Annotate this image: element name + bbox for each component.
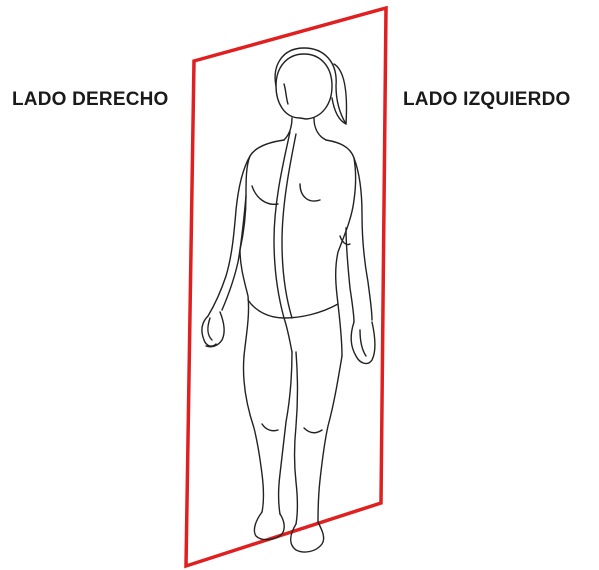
hips-line xyxy=(248,300,338,318)
left-knee xyxy=(262,424,278,431)
left-foot xyxy=(254,512,284,540)
left-hand xyxy=(202,312,224,347)
neck-right xyxy=(314,118,326,140)
torso-right-outline xyxy=(326,140,356,356)
chest-left xyxy=(252,186,278,204)
left-leg-inner xyxy=(279,352,293,514)
chest-right xyxy=(300,184,320,201)
torso-left-outline xyxy=(240,140,284,356)
right-side-label: LADO DERECHO xyxy=(12,89,169,111)
right-leg-inner xyxy=(295,352,298,524)
left-arm-inner xyxy=(222,196,246,310)
right-leg-outer xyxy=(318,356,342,522)
right-arm-outer xyxy=(354,158,372,320)
right-arm-inner xyxy=(346,228,354,322)
right-hand xyxy=(351,322,375,363)
left-leg-outer xyxy=(243,356,263,512)
left-side-label: LADO IZQUIERDO xyxy=(403,89,570,111)
neck-left xyxy=(284,118,292,140)
body-midline xyxy=(274,132,292,352)
human-figure xyxy=(202,48,375,552)
face-line xyxy=(284,84,288,104)
right-knee xyxy=(304,428,322,433)
